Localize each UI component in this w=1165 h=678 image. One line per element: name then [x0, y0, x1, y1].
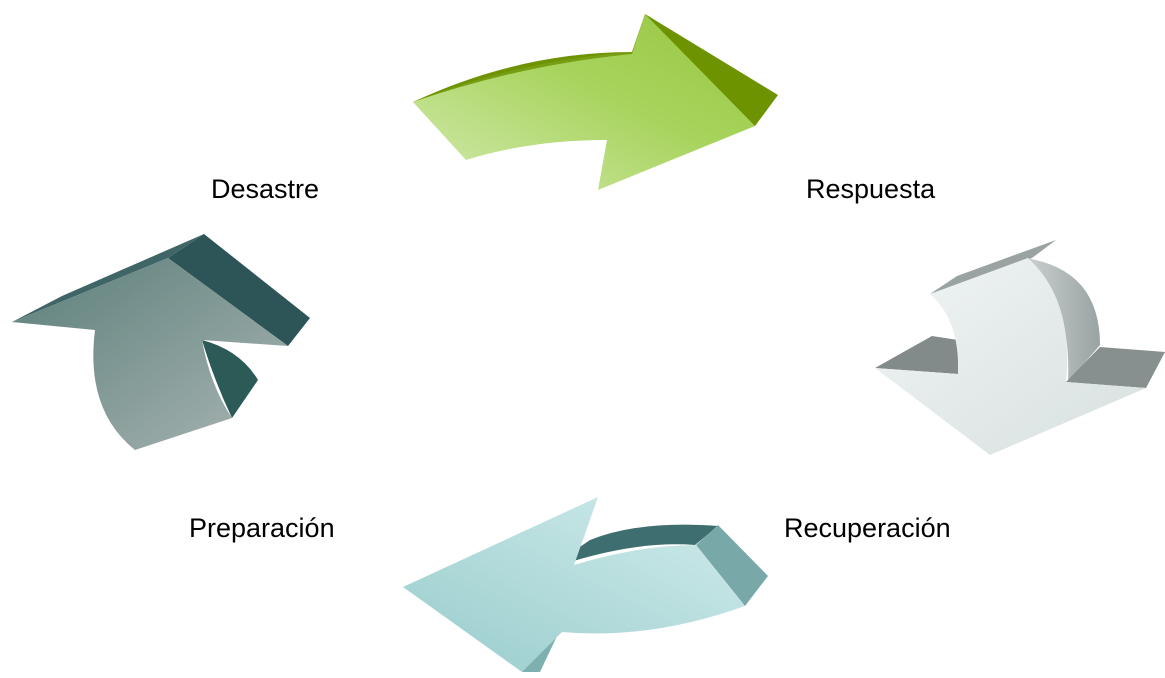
arrow-respuesta-to-recuperacion — [875, 240, 1165, 455]
arrow-recuperacion-to-preparacion — [403, 497, 768, 672]
arrow-desastre-to-respuesta — [413, 14, 778, 190]
stage-label-desastre: Desastre — [211, 174, 320, 204]
arrow-preparacion-to-desastre — [12, 234, 310, 450]
stage-label-respuesta: Respuesta — [806, 174, 936, 204]
stage-label-preparacion: Preparación — [189, 513, 335, 543]
stage-label-recuperacion: Recuperación — [784, 513, 951, 543]
